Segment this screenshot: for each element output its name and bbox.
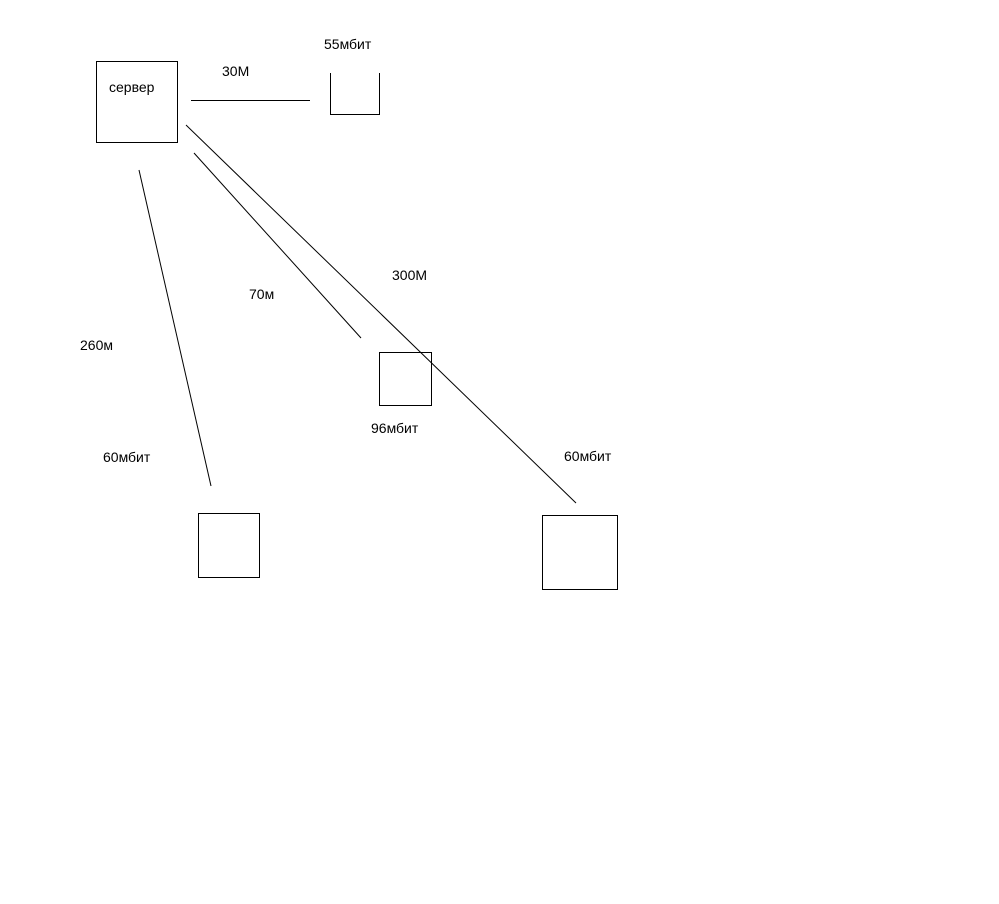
link-to-bottom-left — [138, 169, 212, 487]
node-middle-speed-label: 96мбит — [371, 420, 419, 436]
link-to-bottom-right-label: 300М — [392, 267, 427, 283]
node-bottom-left-speed-label: 60мбит — [103, 449, 151, 465]
link-to-top-label: 30М — [222, 63, 249, 79]
link-to-middle — [193, 152, 362, 339]
link-to-bottom-right — [185, 124, 577, 504]
node-top-box — [330, 73, 380, 115]
link-to-bottom-left-label: 260м — [80, 337, 113, 353]
node-bottom-left-box — [198, 513, 260, 578]
node-bottom-right-box — [542, 515, 618, 590]
server-label: сервер — [109, 79, 155, 95]
node-top-speed-label: 55мбит — [324, 36, 372, 52]
link-to-middle-label: 70м — [249, 286, 274, 302]
node-bottom-right-speed-label: 60мбит — [564, 448, 612, 464]
server-box — [96, 61, 178, 143]
node-middle-box — [379, 352, 432, 406]
